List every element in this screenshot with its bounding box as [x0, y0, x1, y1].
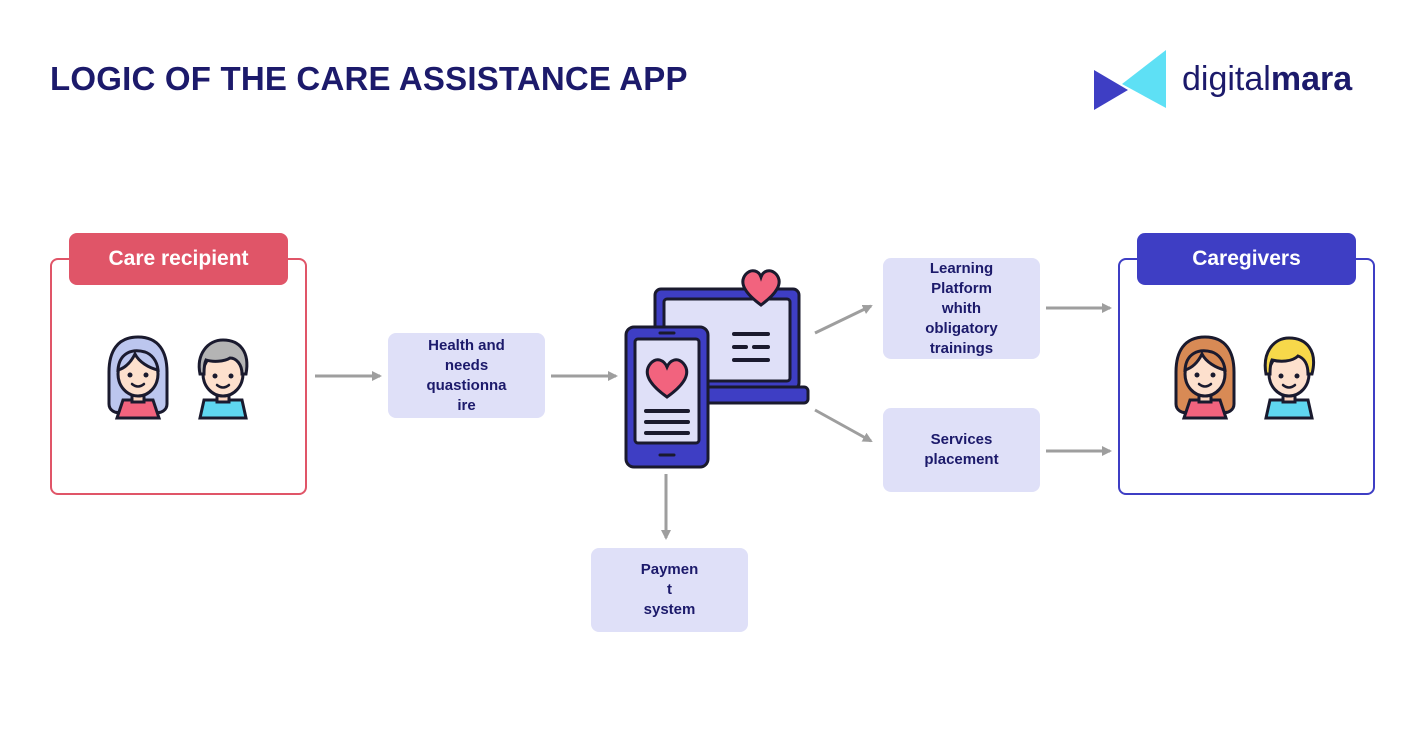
- female-caregiver-icon: [1174, 335, 1236, 420]
- services-placement-box: Services placement: [883, 408, 1040, 492]
- logo-wordmark: digitalmara: [1182, 60, 1352, 99]
- learning-line: whith: [941, 299, 982, 317]
- learning-line: Platform: [931, 279, 992, 297]
- logo-text-bold: mara: [1270, 60, 1353, 98]
- male-caregiver-icon: [1263, 336, 1315, 420]
- care-recipient-header: Care recipient: [69, 233, 288, 285]
- care-recipient-panel: [50, 258, 307, 495]
- questionnaire-box: Health and needs quastionna ire: [388, 333, 545, 418]
- services-line: placement: [924, 451, 999, 468]
- questionnaire-line: ire: [457, 396, 476, 414]
- payment-line: system: [643, 601, 696, 618]
- page-title: LOGIC OF THE CARE ASSISTANCE APP: [50, 60, 688, 97]
- arrow-app-to-learning: [814, 304, 873, 335]
- learning-line: trainings: [929, 339, 994, 357]
- learning-line: obligatory: [925, 319, 998, 337]
- elderly-woman-icon: [107, 335, 169, 420]
- payment-line: t: [666, 581, 672, 598]
- learning-line: Learning: [929, 259, 994, 277]
- questionnaire-line: needs: [444, 356, 489, 374]
- questionnaire-line: quastionna: [426, 376, 507, 394]
- caregivers-panel: [1118, 258, 1375, 495]
- questionnaire-line: Health and: [428, 336, 505, 354]
- logo-text-light: digital: [1182, 60, 1271, 98]
- caregivers-header: Caregivers: [1137, 233, 1356, 285]
- payment-line: Paymen: [640, 561, 699, 578]
- arrow-app-to-services: [814, 408, 873, 443]
- payment-system-box: Paymen t system: [591, 548, 748, 632]
- app-devices-icon: [624, 269, 810, 469]
- digitalmara-logo: digitalmara: [1092, 48, 1382, 114]
- services-line: Services: [930, 431, 993, 448]
- learning-platform-box: Learning Platform whith obligatory train…: [883, 258, 1040, 359]
- logo-mark-icon: [1094, 50, 1166, 110]
- elderly-man-icon: [197, 338, 249, 420]
